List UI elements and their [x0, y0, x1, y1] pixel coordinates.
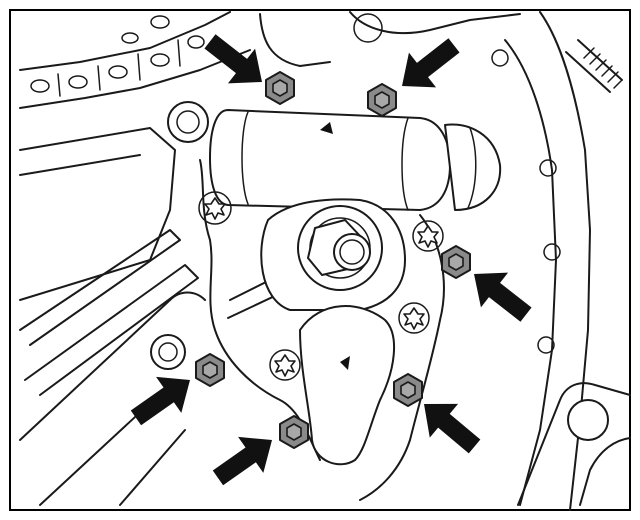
pointer-arrow — [204, 34, 262, 84]
housing-top-right — [259, 11, 623, 511]
pointer-arrow — [474, 272, 532, 322]
pump-plate — [260, 198, 406, 466]
torx-screw — [269, 349, 301, 381]
timing-chain — [19, 11, 251, 109]
hex-bolt — [279, 415, 309, 449]
lever-bottom-right — [517, 382, 631, 506]
torx-screw — [398, 302, 430, 334]
left-bracket — [19, 101, 209, 506]
hex-bolt — [393, 373, 423, 407]
pointer-arrow — [130, 376, 190, 426]
hex-bolt — [265, 71, 295, 105]
hex-bolt — [441, 245, 471, 279]
torx-screw — [198, 191, 232, 225]
hex-bolt — [195, 353, 225, 387]
pointer-arrows — [130, 34, 532, 486]
pointer-arrow — [212, 436, 272, 486]
shaft-housing — [209, 109, 502, 211]
hex-bolt — [367, 83, 397, 117]
torx-screw — [412, 220, 444, 252]
highlighted-bolts — [195, 71, 471, 449]
pointer-arrow — [424, 403, 481, 454]
pointer-arrow — [402, 38, 460, 88]
torx-screws — [198, 191, 444, 381]
